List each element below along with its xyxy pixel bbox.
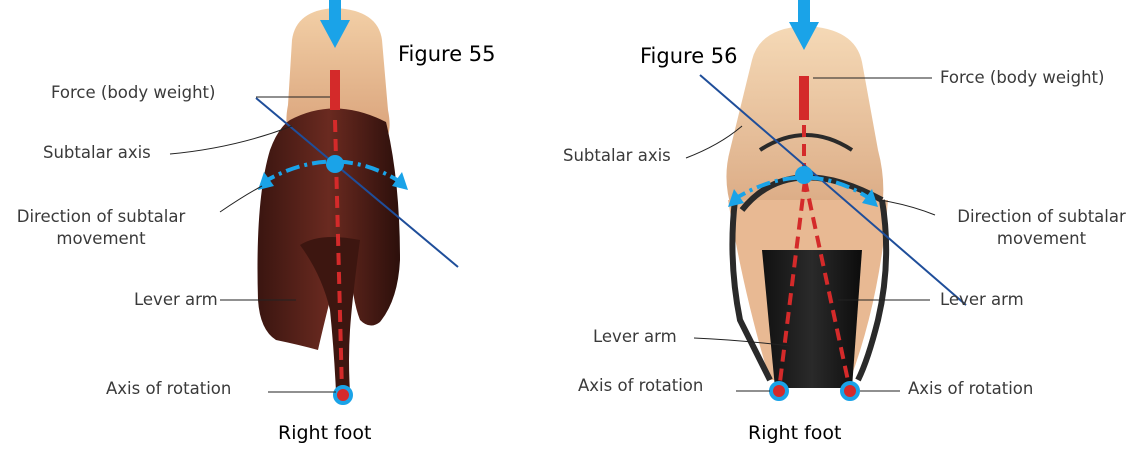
- label-direction-left-1: Direction of subtalar: [8, 209, 194, 226]
- rotation-marker-right-a: [771, 383, 787, 399]
- label-axis-rotation-right-a: Axis of rotation: [578, 378, 703, 395]
- label-subtalar-axis-right: Subtalar axis: [563, 148, 671, 165]
- subtalar-joint-right: [795, 166, 813, 184]
- label-axis-rotation-left: Axis of rotation: [106, 381, 231, 398]
- caption-right: Right foot: [748, 424, 841, 443]
- caption-left: Right foot: [278, 424, 371, 443]
- rotation-marker-left: [335, 387, 351, 403]
- label-subtalar-axis-left: Subtalar axis: [43, 145, 151, 162]
- label-lever-arm-right: Lever arm: [940, 292, 1024, 309]
- label-direction-right-2: movement: [944, 231, 1139, 248]
- label-lever-arm-left: Lever arm: [134, 292, 218, 309]
- label-lever-arm-lower: Lever arm: [593, 329, 677, 346]
- label-axis-rotation-right-b: Axis of rotation: [908, 381, 1033, 398]
- force-bar-right: [799, 76, 809, 120]
- figure-55-title: Figure 55: [398, 44, 496, 65]
- label-force-left: Force (body weight): [51, 85, 215, 102]
- subtalar-joint-left: [326, 155, 344, 173]
- label-direction-right-1: Direction of subtalar: [944, 209, 1139, 226]
- label-direction-left-2: movement: [8, 231, 194, 248]
- figure-56-title: Figure 56: [640, 46, 738, 67]
- label-force-right: Force (body weight): [940, 70, 1104, 87]
- rotation-marker-right-b: [842, 383, 858, 399]
- force-bar-left: [330, 70, 340, 110]
